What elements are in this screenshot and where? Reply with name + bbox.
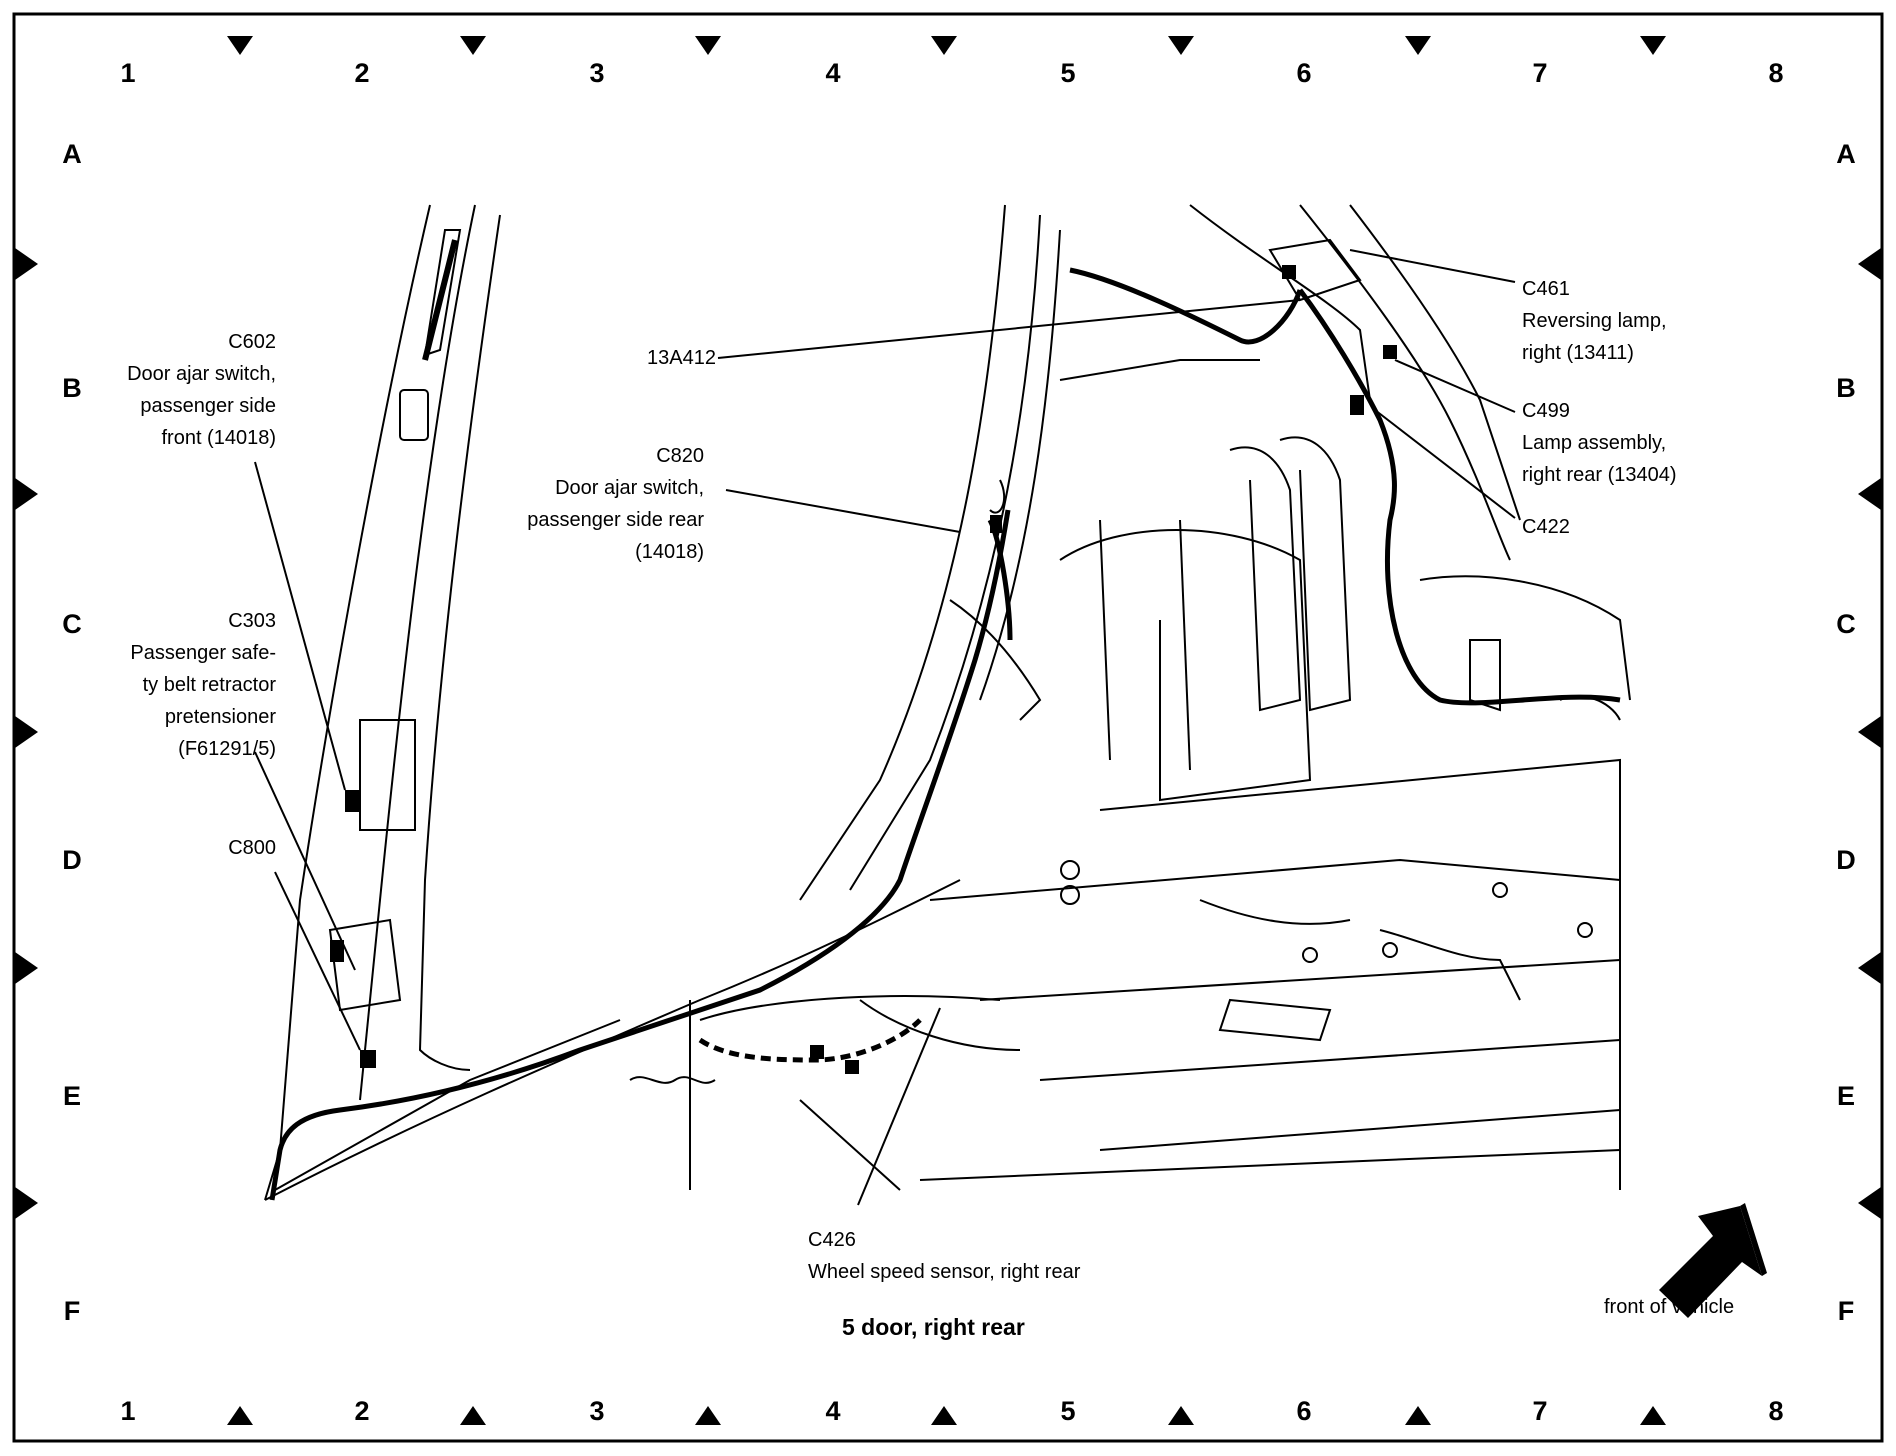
grid-row-label: A xyxy=(1836,139,1856,169)
grid-row-label: C xyxy=(62,609,82,639)
callout-id: 13A412 xyxy=(647,347,716,369)
callout-13a412: 13A412 xyxy=(647,342,716,374)
callout-id: C303 xyxy=(228,610,276,632)
callout-text: Wheel speed sensor, right rear xyxy=(808,1261,1081,1283)
callout-id: C499 xyxy=(1522,400,1570,422)
callout-id: C426 xyxy=(808,1229,856,1251)
callout-c303: C303 Passenger safe- ty belt retractor p… xyxy=(130,605,276,765)
grid-column-label: 8 xyxy=(1768,1396,1784,1426)
grid-row-label: C xyxy=(1836,609,1856,639)
callout-text: (14018) xyxy=(635,541,704,563)
grid-row-label: D xyxy=(1836,845,1856,875)
front-of-vehicle-label: front of vehicle xyxy=(1604,1296,1735,1318)
grid-row-label: F xyxy=(63,1296,81,1326)
grid-markers-left xyxy=(15,248,38,1219)
callout-id: C602 xyxy=(228,331,276,353)
grid-column-label: 1 xyxy=(120,58,136,88)
callout-text: Door ajar switch, xyxy=(555,477,704,499)
front-of-vehicle-arrow xyxy=(1659,1203,1767,1318)
callout-text: ty belt retractor xyxy=(142,674,276,696)
grid-row-label: E xyxy=(62,1081,81,1111)
callout-text: right rear (13404) xyxy=(1522,464,1677,486)
grid-column-label: 8 xyxy=(1768,58,1784,88)
grid-column-label: 2 xyxy=(354,58,370,88)
grid-column-label: 7 xyxy=(1532,1396,1548,1426)
harness-connectors xyxy=(330,265,1397,1074)
grid-column-label: 6 xyxy=(1296,1396,1312,1426)
callout-c499: C499 Lamp assembly, right rear (13404) xyxy=(1522,395,1677,491)
callout-id: C422 xyxy=(1522,516,1570,538)
grid-column-label: 1 xyxy=(120,1396,136,1426)
callout-text: front (14018) xyxy=(161,427,276,449)
leader-lines xyxy=(254,249,1516,1206)
callout-c820: C820 Door ajar switch, passenger side re… xyxy=(527,440,704,568)
grid-row-label: B xyxy=(62,373,82,403)
wiring-harness xyxy=(269,267,1621,1201)
callout-text: Passenger safe- xyxy=(130,642,276,664)
grid-markers-bottom xyxy=(227,1406,1666,1425)
callout-text: Door ajar switch, xyxy=(127,363,276,385)
callout-c800: C800 xyxy=(228,832,276,864)
body-outline xyxy=(264,204,1631,1201)
callout-text: pretensioner xyxy=(164,706,276,728)
callout-text: right (13411) xyxy=(1522,342,1634,364)
grid-column-label: 2 xyxy=(354,1396,370,1426)
callout-text: Reversing lamp, xyxy=(1522,310,1667,332)
callout-c426: C426 Wheel speed sensor, right rear xyxy=(808,1224,1080,1288)
grid-row-label: F xyxy=(1837,1296,1855,1326)
grid-column-label: 5 xyxy=(1060,1396,1076,1426)
grid-column-label: 4 xyxy=(825,1396,841,1426)
grid-column-label: 6 xyxy=(1296,58,1312,88)
callout-text: passenger side rear xyxy=(527,509,704,531)
callout-text: Lamp assembly, xyxy=(1522,432,1667,454)
callout-id: C800 xyxy=(228,837,276,859)
callout-text: passenger side xyxy=(140,395,276,417)
grid-markers-right xyxy=(1858,248,1881,1219)
callout-text: (F61291/5) xyxy=(178,738,276,760)
grid-column-label: 5 xyxy=(1060,58,1076,88)
grid-column-label: 3 xyxy=(589,58,605,88)
grid-column-label: 4 xyxy=(825,58,841,88)
grid-row-label: A xyxy=(62,139,82,169)
grid-column-label: 7 xyxy=(1532,58,1548,88)
callout-c461: C461 Reversing lamp, right (13411) xyxy=(1522,273,1667,369)
callout-id: C461 xyxy=(1522,278,1570,300)
callout-id: C820 xyxy=(656,445,704,467)
callout-c422: C422 xyxy=(1522,511,1570,543)
grid-column-label: 3 xyxy=(589,1396,605,1426)
grid-row-label: E xyxy=(1836,1081,1855,1111)
grid-markers-top xyxy=(227,36,1666,55)
callout-c602: C602 Door ajar switch, passenger side fr… xyxy=(127,326,276,454)
diagram-caption: 5 door, right rear xyxy=(842,1314,1025,1340)
grid-row-label: B xyxy=(1836,373,1856,403)
grid-row-label: D xyxy=(62,845,82,875)
